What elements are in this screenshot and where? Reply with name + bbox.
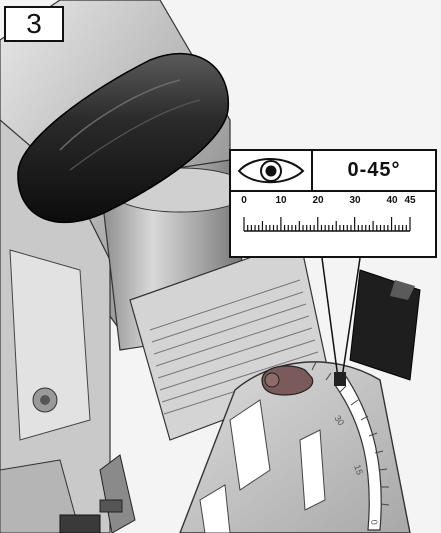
scale-label: 20	[312, 195, 324, 206]
dial-label: 15	[352, 463, 365, 476]
callout-header: 0-45°	[231, 151, 435, 192]
eye-icon	[231, 151, 313, 190]
bevel-pointer	[334, 372, 346, 386]
callout-leader	[321, 257, 339, 379]
bevel-angle-callout: 0-45° 0 10 20 30 40 45	[229, 149, 437, 258]
figure-number: 3	[4, 6, 64, 42]
scale-label: 45	[404, 195, 416, 206]
angle-scale-ruler	[243, 217, 411, 232]
scale-label: 10	[275, 195, 287, 206]
scale-label: 30	[349, 195, 361, 206]
angle-range-label: 0-45°	[347, 159, 401, 181]
scale-numbers: 0 10 20 30 40 45	[231, 195, 435, 211]
callout-leader	[341, 257, 361, 379]
front-knob-handle	[17, 53, 230, 224]
dial-label: 0	[369, 519, 379, 525]
bevel-slot	[334, 374, 382, 531]
scale-label: 0	[241, 195, 247, 206]
dial-label: 30	[332, 413, 346, 427]
scale-label: 40	[386, 195, 398, 206]
